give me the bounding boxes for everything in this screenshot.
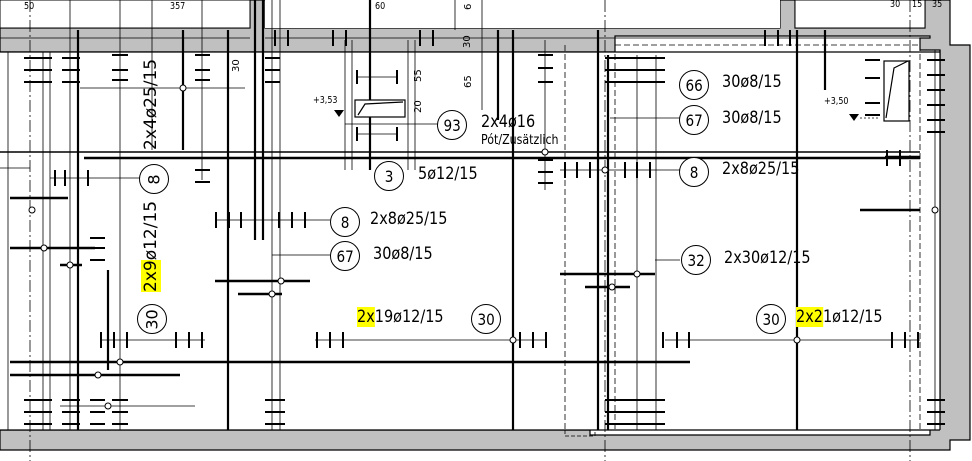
highlight: 2x9 [141, 260, 161, 292]
position-marker-30-right: 30 [756, 304, 786, 334]
dim-6: 6 [463, 3, 474, 10]
rebar-label-vertical-12: 2x9ø12/15 [141, 200, 161, 292]
rebar-label-66: 30ø8/15 [722, 72, 782, 92]
dim-30-wall: 30 [462, 35, 473, 48]
position-marker-32: 32 [681, 245, 711, 275]
rebar-label-67b: 30ø8/15 [373, 244, 433, 264]
dim-50: 50 [24, 1, 35, 12]
dim-357: 357 [170, 1, 186, 12]
position-marker-67: 67 [679, 105, 709, 135]
dim-30-top: 30 [890, 0, 901, 10]
rebar-label-8: 2x8ø25/15 [722, 159, 800, 179]
highlight: 2x2 [796, 307, 823, 327]
rebar-label-93: 2x4ø16 [481, 112, 536, 132]
position-marker-66: 66 [679, 70, 709, 100]
dim-35: 35 [932, 0, 943, 10]
rebar-label-32: 2x30ø12/15 [724, 248, 811, 268]
position-marker-67b: 67 [330, 241, 360, 271]
position-marker-8b: 8 [330, 207, 360, 237]
dim-20: 20 [413, 100, 424, 113]
elevation-350: +3,50 [824, 96, 849, 107]
dim-15: 15 [912, 0, 923, 10]
rebar-label-30-mid: 2x19ø12/15 [357, 307, 444, 327]
position-marker-8: 8 [679, 157, 709, 187]
rebar-note-93: Pót/Zusätzlich [481, 133, 559, 148]
rebar-label-67: 30ø8/15 [722, 108, 782, 128]
dim-60: 60 [375, 1, 386, 12]
position-marker-30-left: 30 [137, 304, 167, 334]
rebar-label-3: 5ø12/15 [418, 164, 478, 184]
position-marker-30-mid: 30 [471, 304, 501, 334]
elevation-353: +3,53 [313, 95, 338, 106]
rebar-label-8b: 2x8ø25/15 [370, 209, 448, 229]
dim-55: 55 [413, 69, 424, 82]
highlight: 2x [357, 307, 375, 327]
position-marker-3: 3 [374, 161, 404, 191]
rebar-label-30-right: 2x21ø12/15 [796, 307, 883, 327]
dim-65: 65 [463, 75, 474, 88]
rebar-label-vertical-25: 2x4ø25/15 [141, 58, 161, 150]
position-marker-93: 93 [437, 110, 467, 140]
dim-30-vert: 30 [231, 59, 242, 72]
position-marker-8-left: 8 [139, 164, 169, 194]
